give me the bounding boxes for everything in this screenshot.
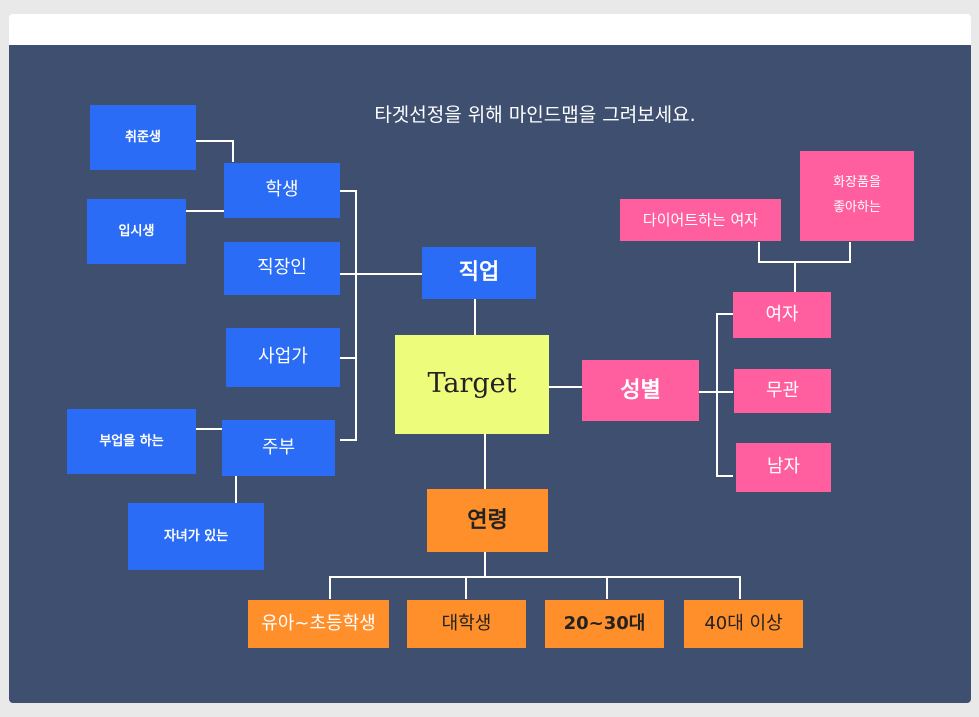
female-sub-dieting[interactable]: 다이어트하는 여자: [620, 199, 781, 241]
age-item-kids[interactable]: 유아~초등학생: [248, 600, 389, 648]
age-item-20s-30s[interactable]: 20~30대: [545, 600, 664, 648]
top-bar: [9, 14, 971, 45]
job-item-business-owner[interactable]: 사업가: [226, 328, 340, 387]
job-item-housewife[interactable]: 주부: [222, 420, 335, 476]
student-sub-exam-taker[interactable]: 입시생: [87, 199, 186, 264]
page-title: 타겟선정을 위해 마인드맵을 그려보세요.: [374, 104, 696, 126]
female-sub-cosmetics[interactable]: 화장품을 좋아하는: [800, 151, 914, 241]
age-item-university[interactable]: 대학생: [407, 600, 526, 648]
gender-item-female[interactable]: 여자: [733, 292, 831, 338]
gender-node[interactable]: 성별: [582, 360, 699, 421]
housewife-sub-side-job[interactable]: 부업을 하는: [67, 409, 196, 474]
age-node[interactable]: 연령: [427, 489, 548, 552]
gender-item-any[interactable]: 무관: [734, 369, 831, 413]
age-item-40s-plus[interactable]: 40대 이상: [684, 600, 803, 648]
housewife-sub-with-children[interactable]: 자녀가 있는: [128, 503, 264, 570]
job-item-student[interactable]: 학생: [224, 163, 340, 218]
job-node[interactable]: 직업: [422, 247, 536, 299]
gender-item-male[interactable]: 남자: [736, 443, 831, 492]
job-item-office-worker[interactable]: 직장인: [224, 242, 340, 295]
center-node[interactable]: Target: [395, 335, 549, 434]
student-sub-job-seeker[interactable]: 취준생: [90, 105, 196, 170]
